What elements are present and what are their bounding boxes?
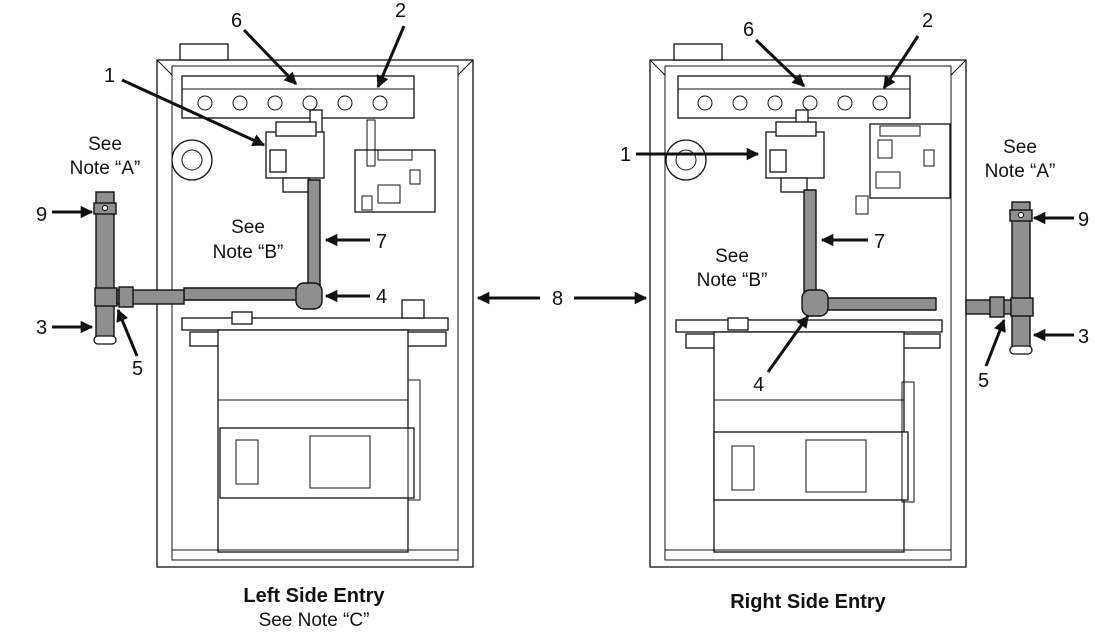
right-callout-5: 5	[978, 370, 989, 392]
left-external-piping	[93, 191, 185, 345]
right-note-a-line-2: Note “A”	[985, 161, 1056, 182]
left-blower-assembly	[217, 329, 421, 553]
right-blower-assembly	[713, 331, 915, 553]
right-callouts: 1 2 6 9 3 5 4 7 See Note “A” See Note “B…	[620, 10, 1089, 396]
left-elbow	[295, 282, 323, 310]
left-note-b-line-1: See	[231, 217, 265, 238]
left-union	[118, 286, 134, 308]
right-union	[989, 296, 1005, 318]
left-callout-2: 2	[395, 0, 406, 22]
right-note-a-line-1: See	[1003, 137, 1037, 158]
left-furnace	[156, 43, 474, 568]
left-note-a-line-2: Note “A”	[70, 158, 141, 179]
right-drip-leg	[1011, 201, 1031, 349]
left-note-b-line-2: Note “B”	[213, 242, 284, 263]
left-callout-4: 4	[376, 286, 387, 308]
right-callout-9: 9	[1078, 209, 1089, 231]
left-callout-5: 5	[132, 358, 143, 380]
right-callout-7: 7	[874, 231, 885, 253]
right-burner-box	[677, 75, 911, 119]
left-callout-3: 3	[36, 317, 47, 339]
right-caption: Right Side Entry	[730, 591, 886, 613]
left-callout-9: 9	[36, 204, 47, 226]
right-gas-valve	[765, 121, 825, 193]
left-callout-1: 1	[104, 65, 115, 87]
right-tee	[1010, 297, 1034, 317]
right-callout-3: 3	[1078, 326, 1089, 348]
right-flue-collar	[673, 43, 723, 61]
left-callout-7: 7	[376, 231, 387, 253]
right-note-b-line-2: Note “B”	[697, 270, 768, 291]
left-note-a-line-1: See	[88, 134, 122, 155]
left-gas-valve	[265, 121, 325, 193]
left-subcaption: See Note “C”	[259, 610, 370, 631]
right-elbow	[801, 289, 829, 317]
callout-8: 8	[552, 288, 563, 310]
left-burner-box	[181, 75, 415, 119]
left-pressure-switch	[171, 139, 213, 181]
left-flue-collar	[179, 43, 229, 61]
right-pressure-switch	[665, 139, 707, 181]
right-callout-6: 6	[743, 19, 754, 41]
right-furnace	[649, 43, 967, 568]
right-external-piping	[965, 201, 1034, 355]
left-callout-6: 6	[231, 10, 242, 32]
right-control-board	[869, 123, 951, 199]
left-entry-pipe	[116, 289, 185, 305]
left-tee	[94, 287, 118, 307]
right-note-b-line-1: See	[715, 246, 749, 267]
left-internal-gas-pipe	[183, 179, 321, 301]
right-callout-1: 1	[620, 144, 631, 166]
right-callout-4: 4	[753, 374, 764, 396]
left-caption: Left Side Entry	[243, 585, 385, 607]
right-callout-2: 2	[922, 10, 933, 32]
left-callouts: 1 2 6 3 9 5 4 7 See Note “A” See Note “B…	[36, 0, 406, 380]
shared-callout-8: 8	[476, 288, 648, 310]
